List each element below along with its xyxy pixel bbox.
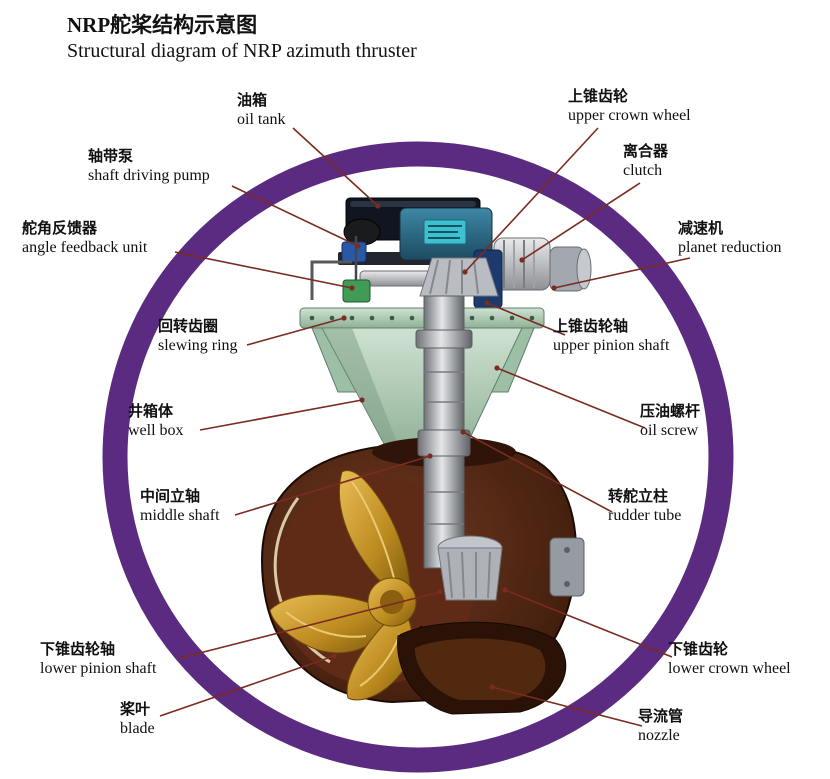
label-nozzle: 导流管 nozzle [638,708,683,745]
title-block: NRP舵桨结构示意图 Structural diagram of NRP azi… [67,12,417,64]
label-upper-crown-wheel-en: upper crown wheel [568,107,691,124]
label-lower-crown-wheel-en: lower crown wheel [668,660,791,677]
label-oil-screw: 压油螺杆 oil screw [640,403,700,440]
page-title-en: Structural diagram of NRP azimuth thrust… [67,40,417,63]
label-blade-en: blade [120,720,155,737]
label-clutch: 离合器 clutch [623,143,668,180]
label-oil-screw-en: oil screw [640,422,699,439]
leader-clutch [521,182,641,261]
label-clutch-en: clutch [623,162,663,179]
label-upper-crown-wheel-zh: 上锥齿轮 [568,88,629,105]
propeller-blade-graphic [269,470,417,701]
label-lower-pinion-shaft: 下锥齿轮轴 lower pinion shaft [40,641,156,678]
label-angle-feedback-unit-en: angle feedback unit [22,239,148,256]
label-lower-pinion-shaft-zh: 下锥齿轮轴 [40,641,116,658]
leader-upper-pinion-shaft [486,302,566,336]
purple-ring [102,141,734,773]
well-box-graphic [311,327,535,463]
label-oil-tank: 油箱 oil tank [237,92,285,129]
leader-lines [159,127,691,727]
label-oil-screw-zh: 压油螺杆 [640,403,701,420]
label-middle-shaft-en: middle shaft [140,507,220,524]
label-planet-reduction-en: planet reduction [678,239,782,256]
label-clutch-zh: 离合器 [623,143,669,160]
label-oil-tank-en: oil tank [237,111,286,128]
label-middle-shaft-zh: 中间立轴 [140,488,201,505]
label-blade-zh: 桨叶 [120,701,151,718]
label-shaft-driving-pump-en: shaft driving pump [88,167,210,184]
label-well-box: 井箱体 well box [128,403,184,440]
leader-lower-crown-wheel [504,589,673,658]
leader-angle-feedback-unit [174,251,353,289]
label-lower-crown-wheel-zh: 下锥齿轮 [668,641,729,658]
label-well-box-en: well box [128,422,184,439]
leader-planet-reduction [553,257,691,289]
planet-reduction-graphic [549,246,592,292]
leader-well-box [199,399,363,431]
label-shaft-driving-pump: 轴带泵 shaft driving pump [88,148,210,185]
label-slewing-ring: 回转齿圈 slewing ring [158,318,238,355]
label-nozzle-en: nozzle [638,727,680,744]
angle-feedback-unit-graphic [342,236,371,303]
label-slewing-ring-zh: 回转齿圈 [158,318,219,335]
label-oil-tank-zh: 油箱 [237,92,268,109]
leader-slewing-ring [246,317,345,346]
leader-upper-crown-wheel [464,127,599,273]
leader-lower-pinion-shaft [179,591,441,659]
label-middle-shaft: 中间立轴 middle shaft [140,488,220,525]
label-rudder-tube-zh: 转舵立柱 [608,488,669,505]
label-blade: 桨叶 blade [120,701,155,738]
label-lower-pinion-shaft-en: lower pinion shaft [40,660,157,677]
leader-nozzle [491,686,643,727]
label-shaft-driving-pump-zh: 轴带泵 [88,148,134,165]
label-upper-pinion-shaft-zh: 上锥齿轮轴 [553,318,629,335]
label-slewing-ring-en: slewing ring [158,337,238,354]
label-upper-pinion-shaft: 上锥齿轮轴 upper pinion shaft [553,318,669,355]
label-well-box-zh: 井箱体 [128,403,174,420]
leader-middle-shaft [234,455,431,516]
leader-oil-screw [496,367,646,429]
leader-oil-tank [292,127,379,207]
rudder-tube-fitting-graphic [549,537,585,597]
label-planet-reduction: 减速机 planet reduction [678,220,782,257]
label-angle-feedback-unit: 舵角反馈器 angle feedback unit [22,220,147,257]
leader-shaft-driving-pump [231,185,359,247]
label-angle-feedback-unit-zh: 舵角反馈器 [22,220,98,237]
label-upper-crown-wheel: 上锥齿轮 upper crown wheel [568,88,691,125]
label-lower-crown-wheel: 下锥齿轮 lower crown wheel [668,641,791,678]
lower-crown-wheel-graphic [437,535,503,601]
label-rudder-tube: 转舵立柱 rudder tube [608,488,681,525]
label-upper-pinion-shaft-en: upper pinion shaft [553,337,670,354]
top-assembly-graphic [310,197,592,309]
middle-shaft-graphic [415,295,473,569]
label-rudder-tube-en: rudder tube [608,507,682,524]
label-planet-reduction-zh: 减速机 [678,220,724,237]
leader-rudder-tube [462,431,613,513]
nozzle-graphic [397,621,567,715]
upper-crown-wheel-graphic [419,249,503,309]
label-nozzle-zh: 导流管 [638,708,684,725]
page-title-zh: NRP舵桨结构示意图 [67,13,258,37]
leader-blade [159,655,335,717]
